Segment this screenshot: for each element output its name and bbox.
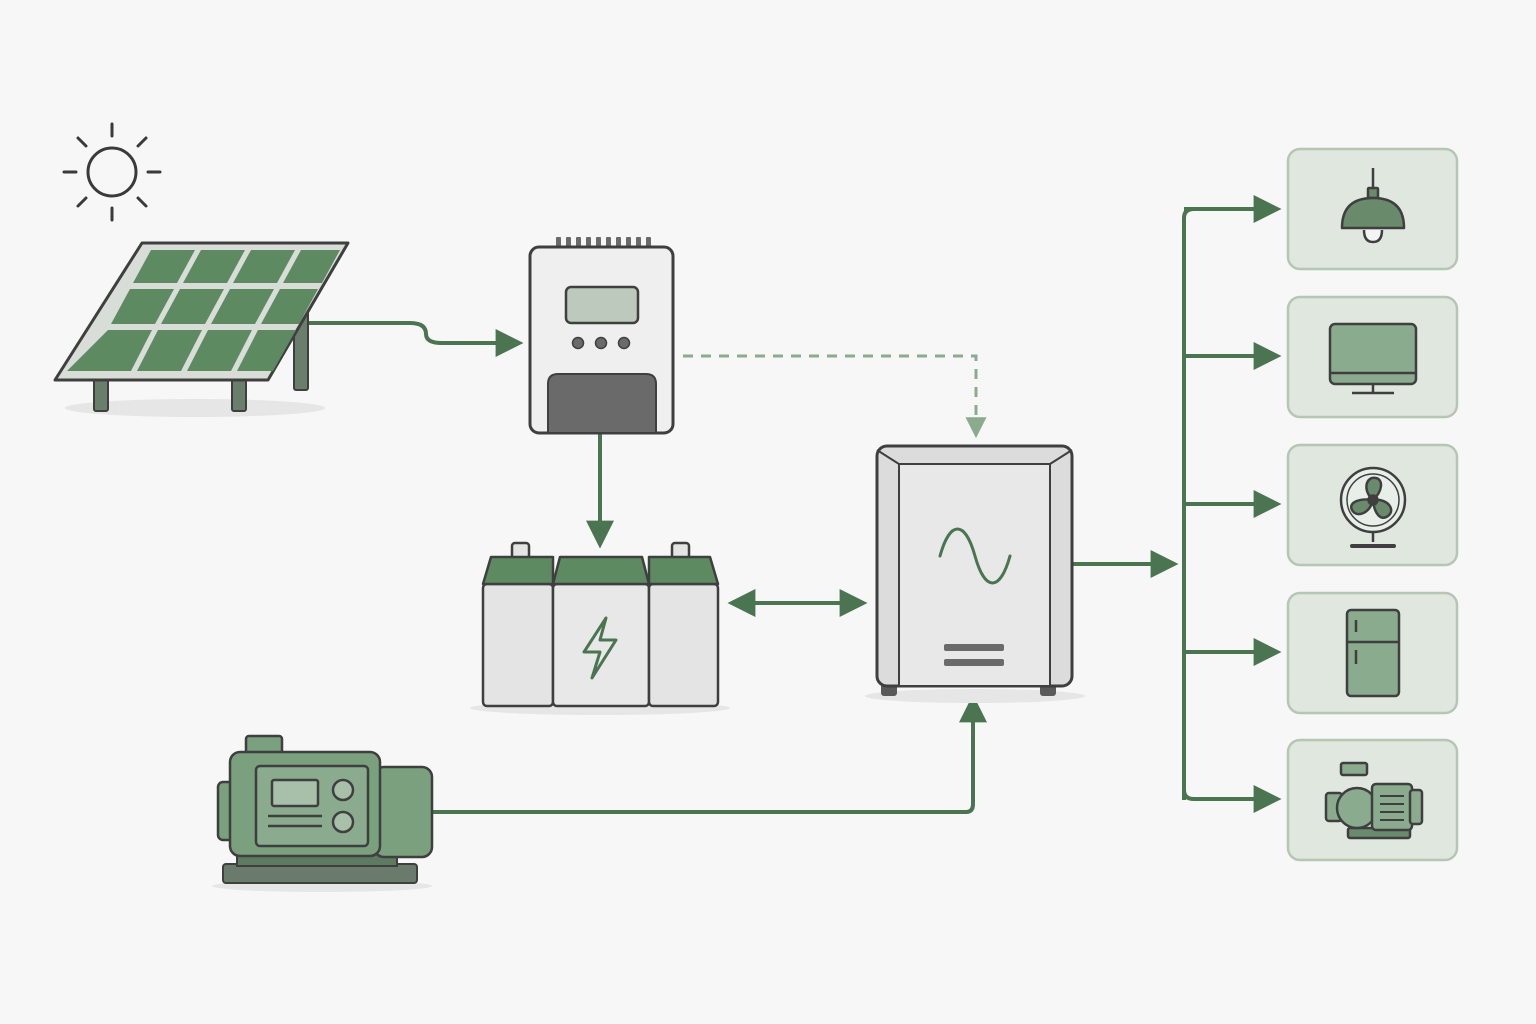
generator-to-inverter-line <box>432 694 987 814</box>
sun-icon <box>62 122 162 222</box>
solar-panel-icon <box>53 241 350 417</box>
controller-to-inverter-dashed-line <box>683 354 987 439</box>
load-box-lamp <box>1286 147 1459 271</box>
lightning-bolt-icon <box>582 616 618 680</box>
refrigerator-icon <box>1345 608 1401 698</box>
connection-lines <box>305 195 1282 814</box>
generator-icon <box>212 734 434 892</box>
load-boxes <box>1286 147 1459 862</box>
load-box-pump <box>1286 738 1459 862</box>
inverter-icon <box>865 444 1085 703</box>
ceiling-lamp-icon <box>1340 168 1406 244</box>
panel-to-controller-line <box>305 321 524 357</box>
controller-display <box>564 285 640 325</box>
branch-pump <box>1182 785 1282 813</box>
load-box-tv <box>1286 295 1459 419</box>
ac-wave-icon <box>938 527 1012 585</box>
battery-icon <box>470 541 730 715</box>
water-pump-icon <box>1324 761 1424 840</box>
charge-controller-icon <box>528 237 675 435</box>
load-box-fan <box>1286 443 1459 567</box>
fan-icon <box>1339 466 1407 548</box>
load-box-fridge <box>1286 591 1459 715</box>
monitor-icon <box>1328 322 1418 395</box>
